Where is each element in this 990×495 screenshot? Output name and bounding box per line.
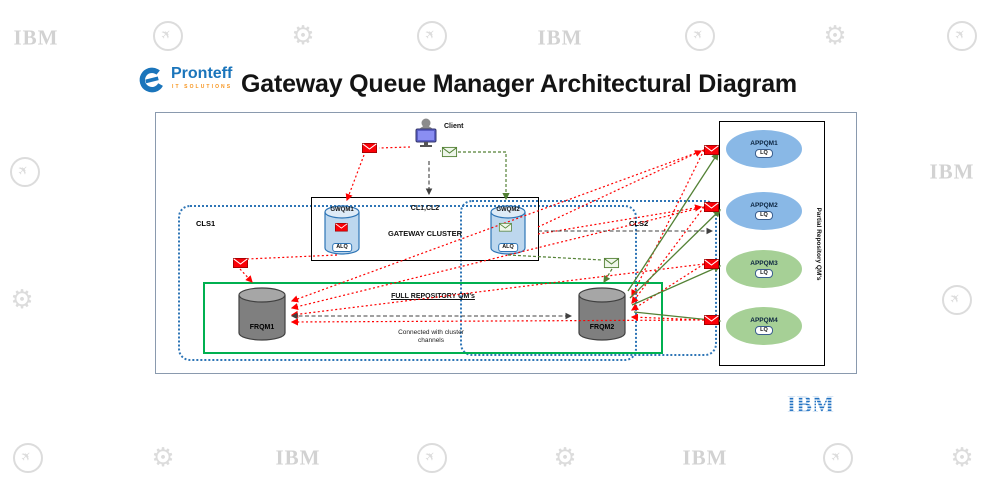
ibm-watermark: IBM: [929, 159, 975, 184]
cluster-channels-note: Connected with cluster channels: [398, 329, 464, 345]
appqm4-queue-manager: APPQM4 LQ: [726, 307, 802, 345]
gear-watermark-icon: ⚙: [10, 285, 34, 315]
partial-repository-label: Partial Repository QM's: [815, 206, 822, 281]
gateway-channels-label: CL1,CL2: [410, 205, 440, 212]
appqm1-label: APPQM1: [750, 140, 778, 147]
appqm4-lq-queue: LQ: [755, 326, 773, 335]
rocket-watermark-icon: ✈: [3, 150, 47, 194]
frqm1-label: FRQM1: [249, 324, 275, 331]
rocket-watermark-icon: ✈: [410, 436, 454, 480]
appqm2-lq-queue: LQ: [755, 211, 773, 220]
ibm-watermark: IBM: [537, 25, 583, 50]
gear-watermark-icon: ⚙: [151, 443, 175, 473]
gwqm2-queue-manager: GWQM2 ALQ: [488, 204, 528, 256]
rocket-watermark-icon: ✈: [940, 14, 984, 58]
appqm2-queue-manager: APPQM2 LQ: [726, 192, 802, 230]
appqm3-label: APPQM3: [750, 260, 778, 267]
client-label: Client: [444, 123, 464, 130]
cls1-label: CLS1: [196, 219, 216, 228]
rocket-watermark-icon: ✈: [678, 14, 722, 58]
frqm2-label: FRQM2: [589, 324, 615, 331]
gwqm1-queue-manager: GWQM1 ALQ: [322, 204, 362, 256]
gear-watermark-icon: ⚙: [291, 21, 315, 51]
appqm2-label: APPQM2: [750, 202, 778, 209]
ibm-watermark: IBM: [275, 445, 321, 470]
gear-watermark-icon: ⚙: [950, 443, 974, 473]
pronteff-logo-icon: [139, 67, 165, 93]
appqm1-lq-queue: LQ: [755, 149, 773, 158]
frqm1-queue-manager: FRQM1: [236, 286, 288, 344]
rocket-watermark-icon: ✈: [6, 436, 50, 480]
appqm1-queue-manager: APPQM1 LQ: [726, 130, 802, 168]
gwqm1-alq-queue: ALQ: [332, 243, 352, 252]
client-icon: [411, 117, 441, 149]
appqm3-lq-queue: LQ: [755, 269, 773, 278]
diagram-canvas: CLS1 CLS2 Client CL1,CL2 GATEWAY CLUSTER: [155, 112, 857, 374]
brand-name: Pronteff: [171, 65, 233, 82]
page-title: Gateway Queue Manager Architectural Diag…: [241, 70, 797, 98]
gear-watermark-icon: ⚙: [823, 21, 847, 51]
ibm-watermark: IBM: [13, 25, 59, 50]
ibm-logo-text: IBM: [787, 392, 835, 416]
gateway-cluster-title: GATEWAY CLUSTER: [387, 229, 463, 238]
frqm2-queue-manager: FRQM2: [576, 286, 628, 344]
gear-watermark-icon: ⚙: [553, 443, 577, 473]
appqm4-label: APPQM4: [750, 317, 778, 324]
rocket-watermark-icon: ✈: [410, 14, 454, 58]
ibm-logo: IBM: [787, 392, 845, 421]
brand-subtitle: IT SOLUTIONS: [172, 84, 233, 90]
rocket-watermark-icon: ✈: [935, 278, 979, 322]
partial-repository-box: APPQM1 LQ APPQM2 LQ APPQM3 LQ APPQM4 LQ …: [719, 121, 825, 366]
rocket-watermark-icon: ✈: [816, 436, 860, 480]
ibm-watermark: IBM: [682, 445, 728, 470]
rocket-watermark-icon: ✈: [146, 14, 190, 58]
gwqm2-alq-queue: ALQ: [498, 243, 518, 252]
pronteff-logo: Pronteff IT SOLUTIONS: [138, 66, 232, 94]
gwqm2-label: GWQM2: [496, 207, 520, 213]
appqm3-queue-manager: APPQM3 LQ: [726, 250, 802, 288]
gwqm1-label: GWQM1: [330, 207, 354, 213]
gateway-cluster-box: CL1,CL2 GATEWAY CLUSTER GWQM1 ALQ GWQM2 …: [311, 197, 539, 261]
cls2-label: CLS2: [629, 219, 649, 228]
